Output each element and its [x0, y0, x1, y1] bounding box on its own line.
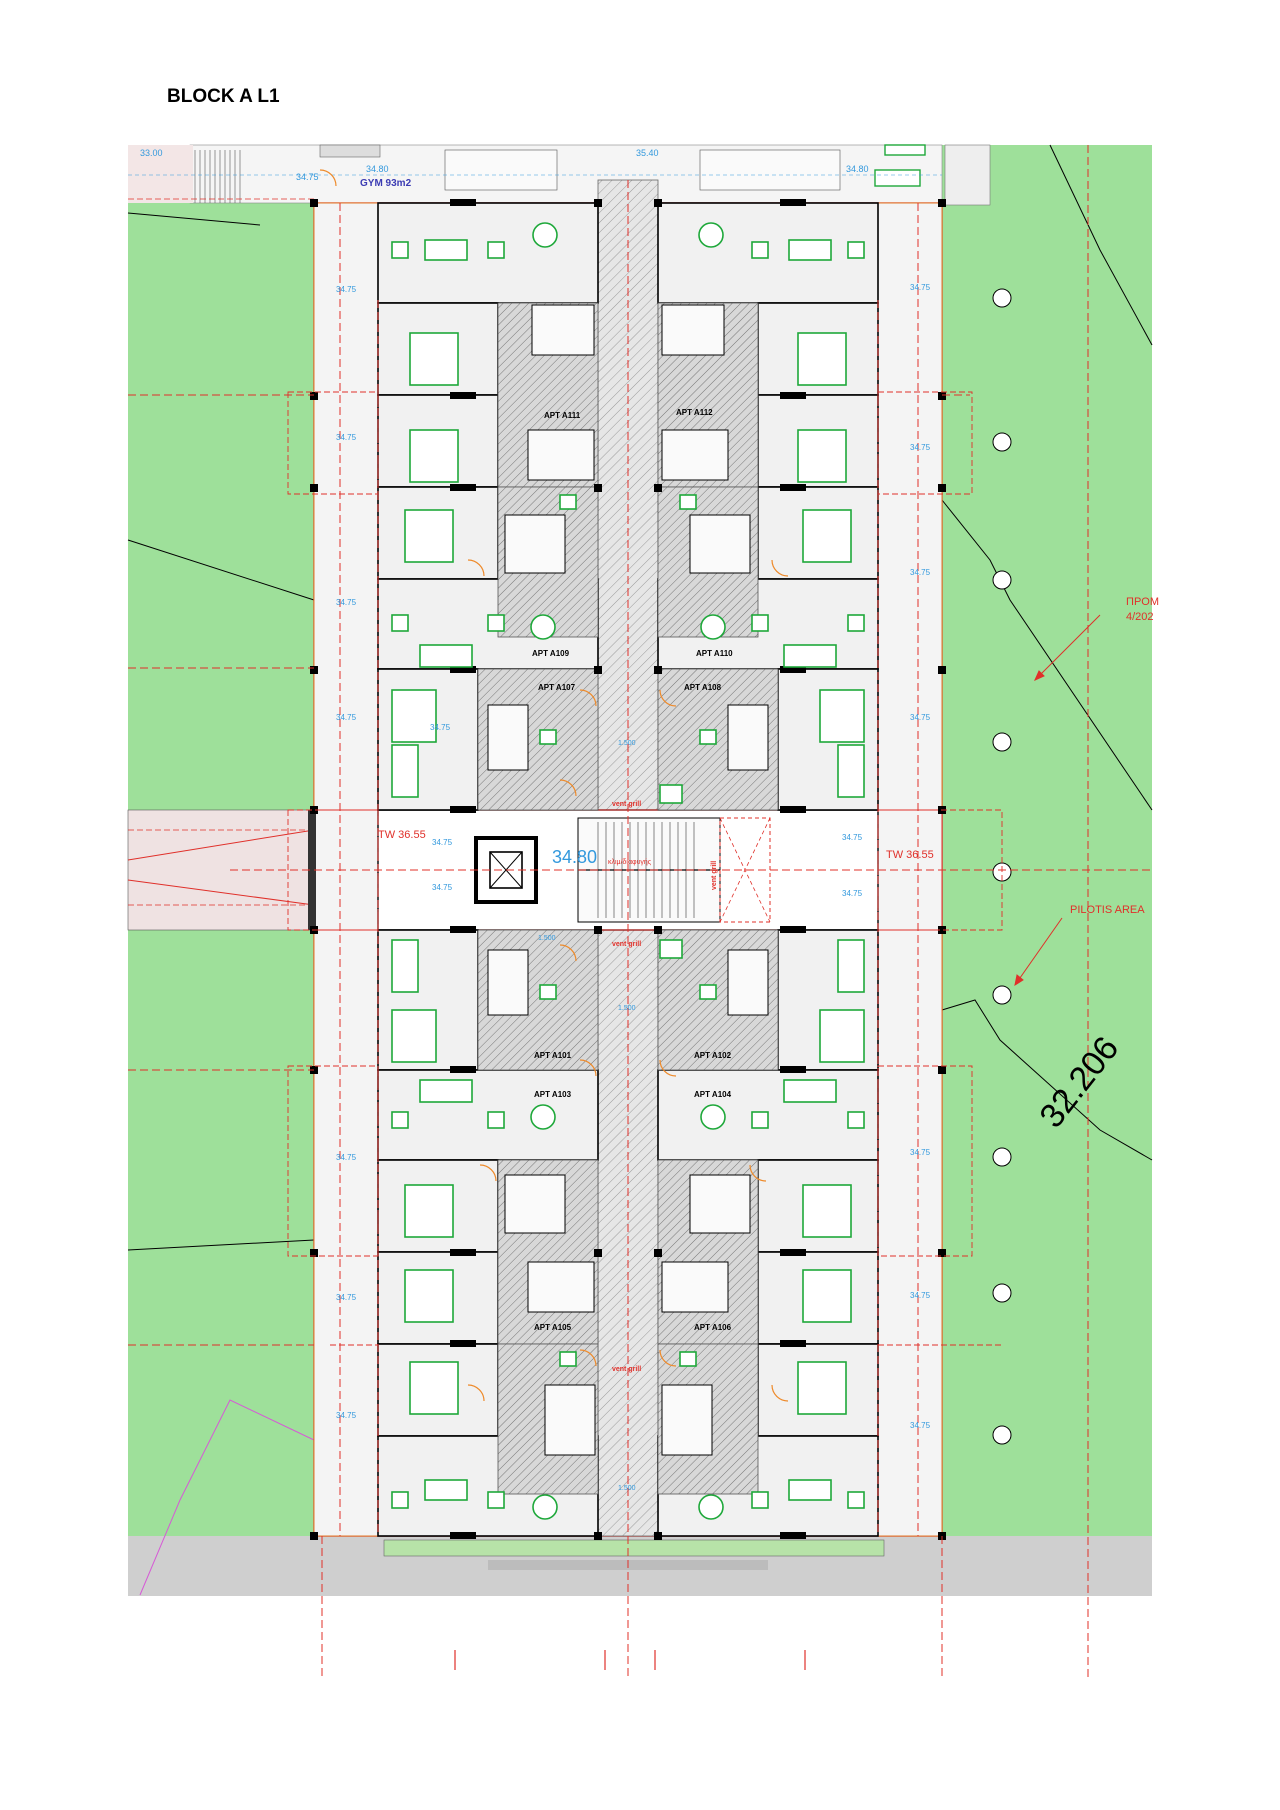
prom-label-line2: 4/202 [1126, 611, 1154, 623]
level-top-left-2: 34.75 [296, 172, 319, 182]
level-l7: 34.75 [336, 1411, 357, 1420]
level-top-mid: 35.40 [636, 148, 659, 158]
apt-a108-label: APT A108 [684, 683, 722, 692]
corridor-dim-1: 1.500 [618, 740, 636, 747]
level-r7: 34.75 [910, 1421, 931, 1430]
pilotis-area-label: PILOTIS AREA [1070, 904, 1145, 916]
furniture [391, 222, 865, 1520]
level-r4: 34.75 [910, 713, 931, 722]
apt-a102-label: APT A102 [694, 1051, 732, 1060]
stair-escape-label: κλιμ/διαφυγής [608, 859, 652, 866]
level-core-left-1: 34.75 [432, 838, 453, 847]
apartment-labels: APT A111 APT A112 APT A109 APT A110 APT … [532, 408, 733, 1332]
level-l5: 34.75 [336, 1153, 357, 1162]
level-l3: 34.75 [336, 598, 357, 607]
level-r3: 34.75 [910, 568, 931, 577]
level-l1: 34.75 [336, 285, 357, 294]
apt-a107-label: APT A107 [538, 683, 576, 692]
apt-a105-label: APT A105 [534, 1323, 572, 1332]
vent-grill-top: vent grill [612, 801, 641, 808]
level-l8: 34.75 [430, 723, 451, 732]
lawn-right [942, 145, 1152, 1536]
tw-left-label: TW 36.55 [378, 829, 426, 841]
vent-grill-mid: vent grill [612, 941, 641, 948]
level-l2: 34.75 [336, 433, 357, 442]
level-r1: 34.75 [910, 283, 931, 292]
level-l6: 34.75 [336, 1293, 357, 1302]
level-markers: 33.00 34.75 34.80 35.40 34.80 34.75 34.7… [140, 148, 931, 1492]
level-core-right-2: 34.75 [842, 889, 863, 898]
balcony-outlines [287, 391, 1003, 1346]
dim-ticks-bottom [454, 1650, 806, 1670]
apt-a112-label: APT A112 [676, 408, 713, 417]
annotation-arrows [1014, 614, 1101, 987]
level-r5: 34.75 [910, 1148, 931, 1157]
door-swings [319, 169, 789, 1402]
gym-label: GYM 93m2 [360, 178, 412, 189]
level-top-right: 34.80 [846, 164, 869, 174]
pilotis-columns [992, 288, 1012, 1445]
level-core-right-1: 34.75 [842, 833, 863, 842]
prom-label-line1: ΠΡΟΜ [1126, 596, 1159, 608]
level-r6: 34.75 [910, 1291, 931, 1300]
stair-vent-label: vent grill [711, 861, 718, 890]
corridor-dim-3: 1.500 [618, 1005, 636, 1012]
vent-grill-bottom: vent grill [612, 1366, 641, 1373]
level-core-left-2: 34.75 [432, 883, 453, 892]
level-top-left-3: 34.80 [366, 164, 389, 174]
level-l4: 34.75 [336, 713, 357, 722]
core-level-label: 34.80 [552, 847, 597, 867]
apt-a110-label: APT A110 [696, 649, 733, 658]
apt-a111-label: APT A111 [544, 411, 581, 420]
property-line-magenta [139, 1399, 315, 1596]
tw-right-label: TW 36.55 [886, 849, 934, 861]
apt-a101-label: APT A101 [534, 1051, 572, 1060]
apt-a103-label: APT A103 [534, 1090, 572, 1099]
corridor-dim-4: 1.500 [618, 1485, 636, 1492]
top-strip [128, 144, 991, 206]
planter-strip [383, 1539, 885, 1557]
page-title: BLOCK A L1 [167, 86, 280, 107]
apt-a104-label: APT A104 [694, 1090, 732, 1099]
level-top-left-1: 33.00 [140, 148, 163, 158]
apt-a109-label: APT A109 [532, 649, 570, 658]
bathrooms [487, 304, 769, 1456]
corridor-dim-2: 1.500 [538, 935, 556, 942]
apt-a106-label: APT A106 [694, 1323, 732, 1332]
level-r2: 34.75 [910, 443, 931, 452]
